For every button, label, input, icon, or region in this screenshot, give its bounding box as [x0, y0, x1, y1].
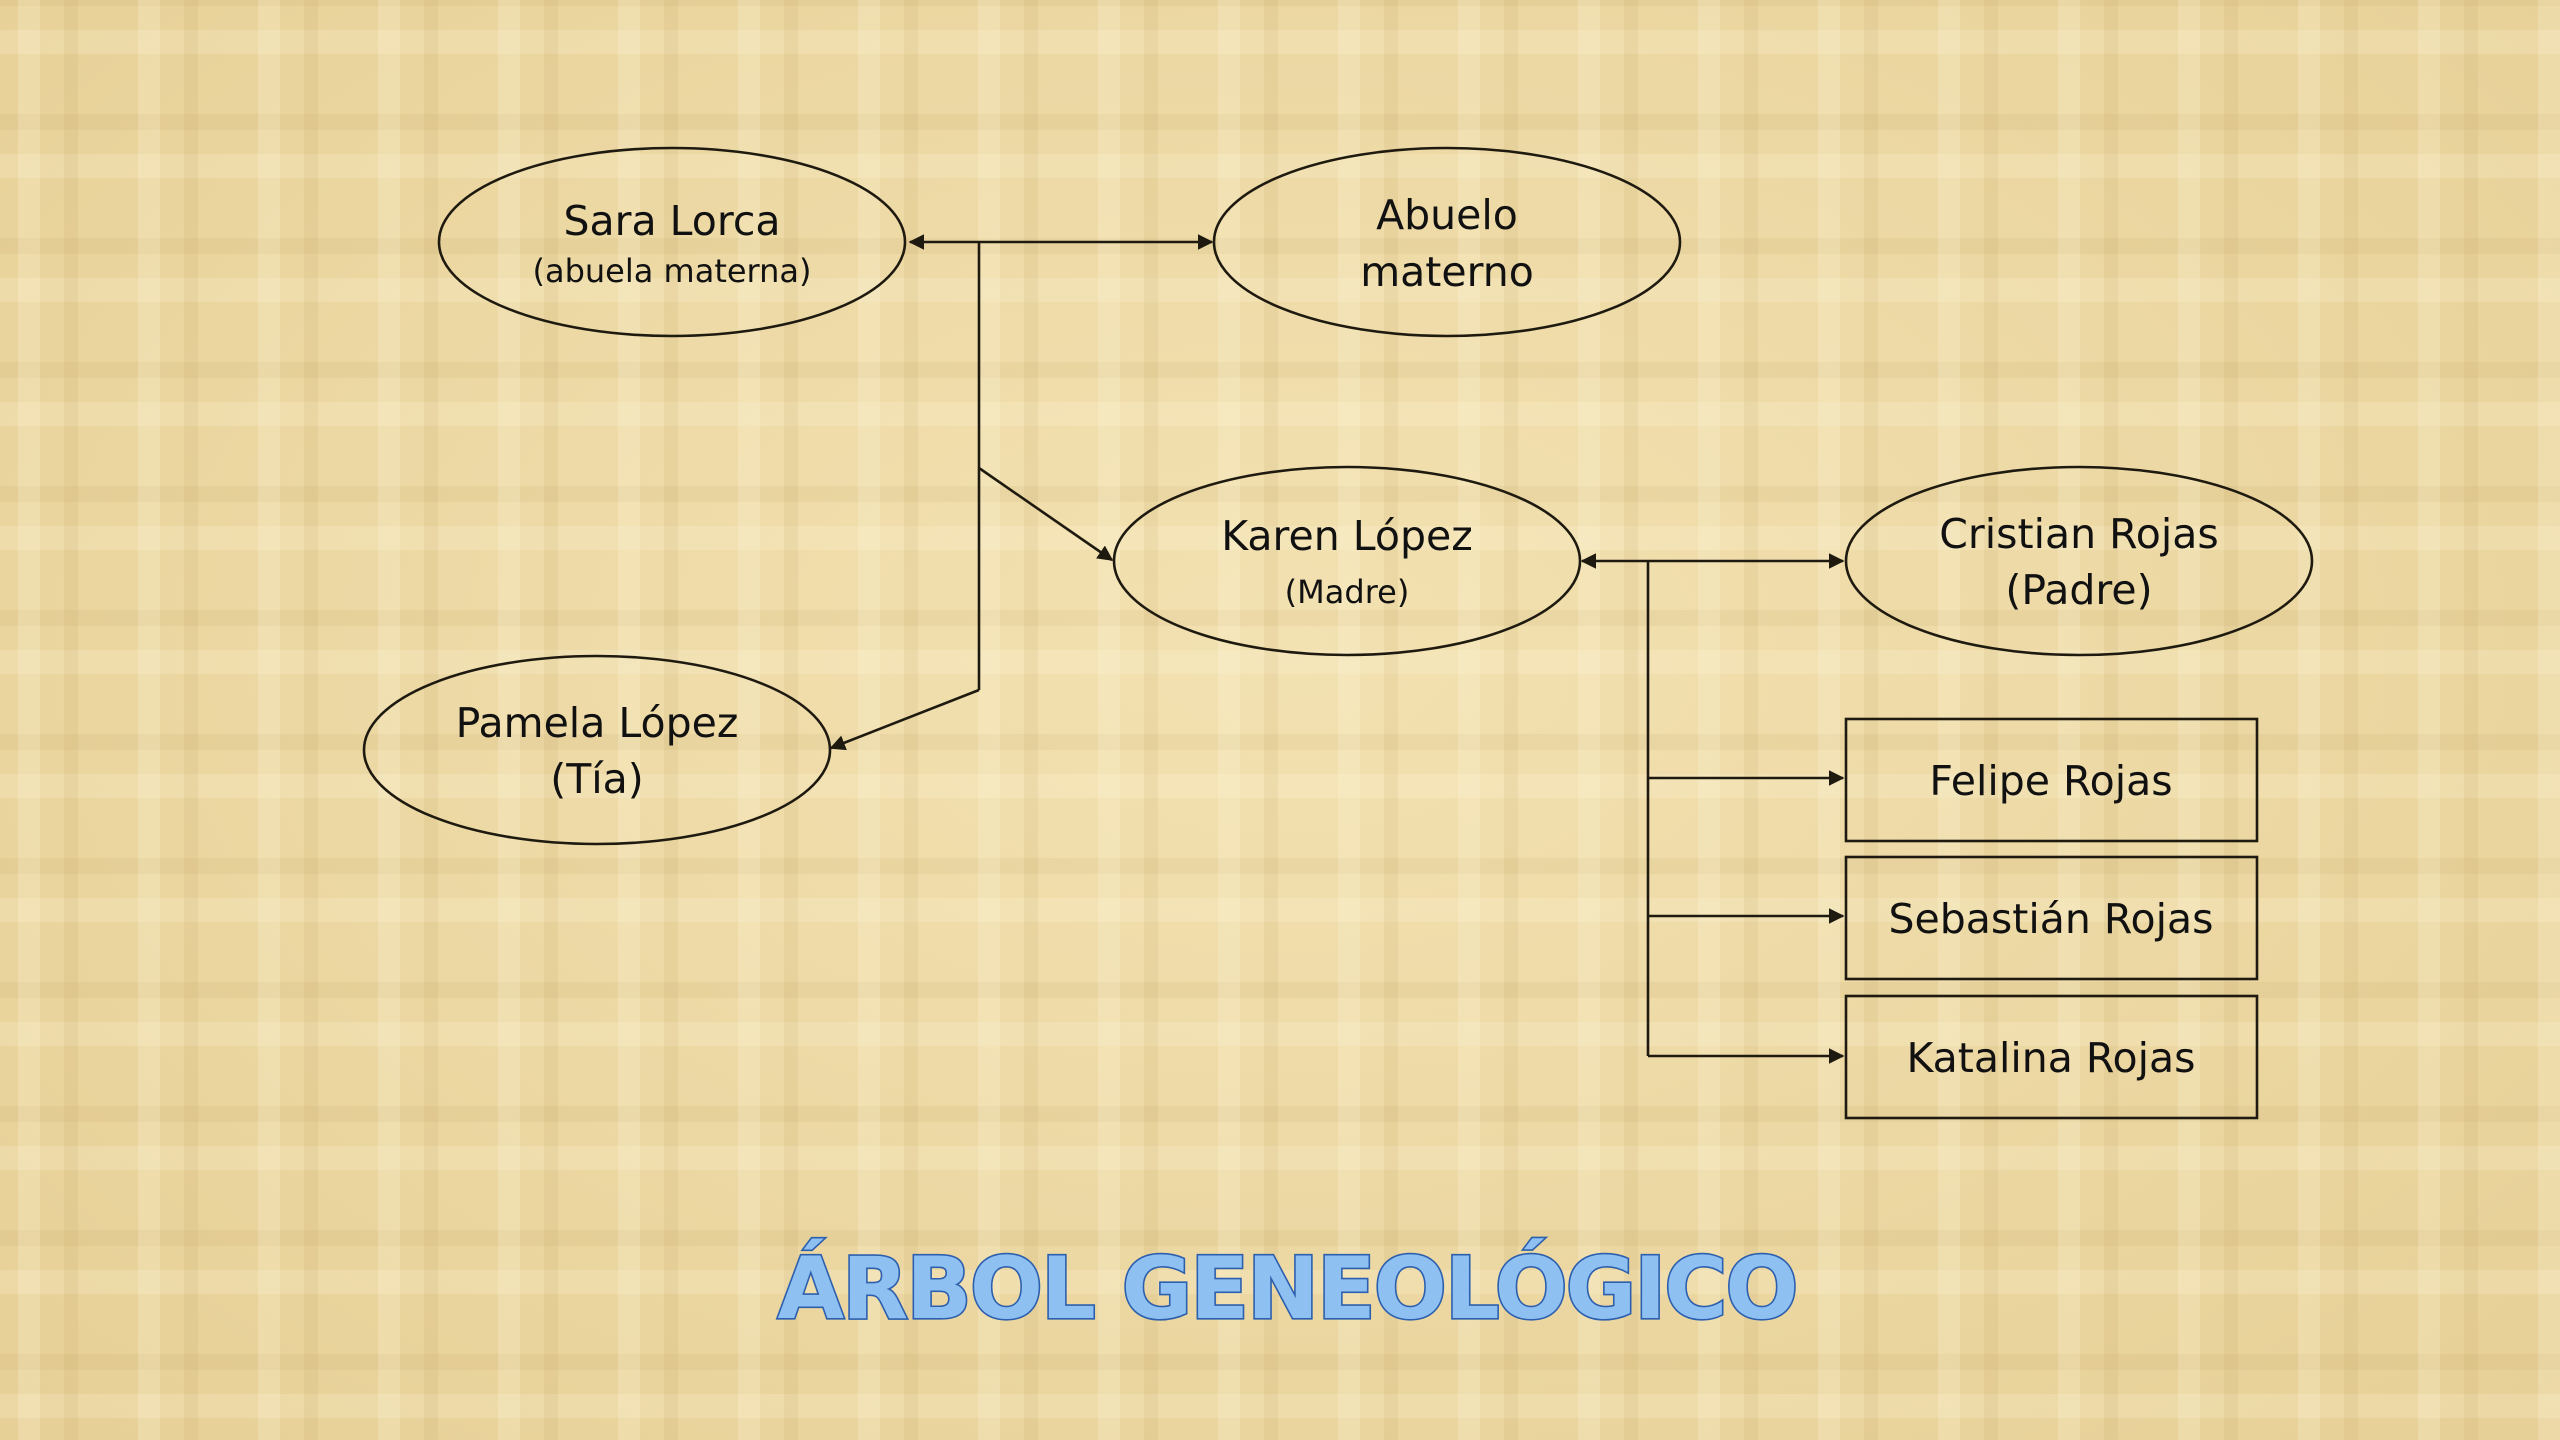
node-ellipse [1212, 146, 1682, 338]
node-name: Felipe Rojas [1929, 757, 2172, 805]
diagram-title: ÁRBOL GENEOLÓGICO [778, 1238, 1797, 1339]
node-sara-lorca: Sara Lorca (abuela materna) [437, 146, 907, 338]
node-name: Cristian Rojas [1939, 510, 2218, 558]
node-katalina-rojas: Katalina Rojas [1844, 994, 2259, 1120]
node-role: (abuela materna) [532, 252, 811, 290]
connectors [829, 234, 1845, 1064]
node-box [1844, 855, 2259, 981]
node-name: Katalina Rojas [1906, 1034, 2195, 1082]
node-name: Pamela López [456, 699, 739, 747]
node-name: Sara Lorca [564, 197, 781, 245]
node-role: (Tía) [550, 755, 644, 803]
node-role: (Padre) [2005, 566, 2152, 614]
node-ellipse [362, 654, 832, 846]
node-name: Karen López [1221, 512, 1472, 560]
node-ellipse [1112, 465, 1582, 657]
node-cristian-rojas: Cristian Rojas (Padre) [1844, 465, 2314, 657]
node-box [1844, 994, 2259, 1120]
node-role: (Madre) [1285, 573, 1410, 611]
edge-to-pamela [829, 688, 980, 751]
node-name: Sebastián Rojas [1889, 895, 2214, 943]
node-name-line2: materno [1360, 248, 1534, 296]
edge-to-karen [978, 466, 1114, 562]
node-ellipse [437, 146, 907, 338]
node-sebastian-rojas: Sebastián Rojas [1844, 855, 2259, 981]
node-karen-lopez: Karen López (Madre) [1112, 465, 1582, 657]
node-abuelo-materno: Abuelo materno [1212, 146, 1682, 338]
node-box [1844, 717, 2259, 843]
node-pamela-lopez: Pamela López (Tía) [362, 654, 832, 846]
node-name: Abuelo [1376, 191, 1518, 239]
node-ellipse [1844, 465, 2314, 657]
node-felipe-rojas: Felipe Rojas [1844, 717, 2259, 843]
